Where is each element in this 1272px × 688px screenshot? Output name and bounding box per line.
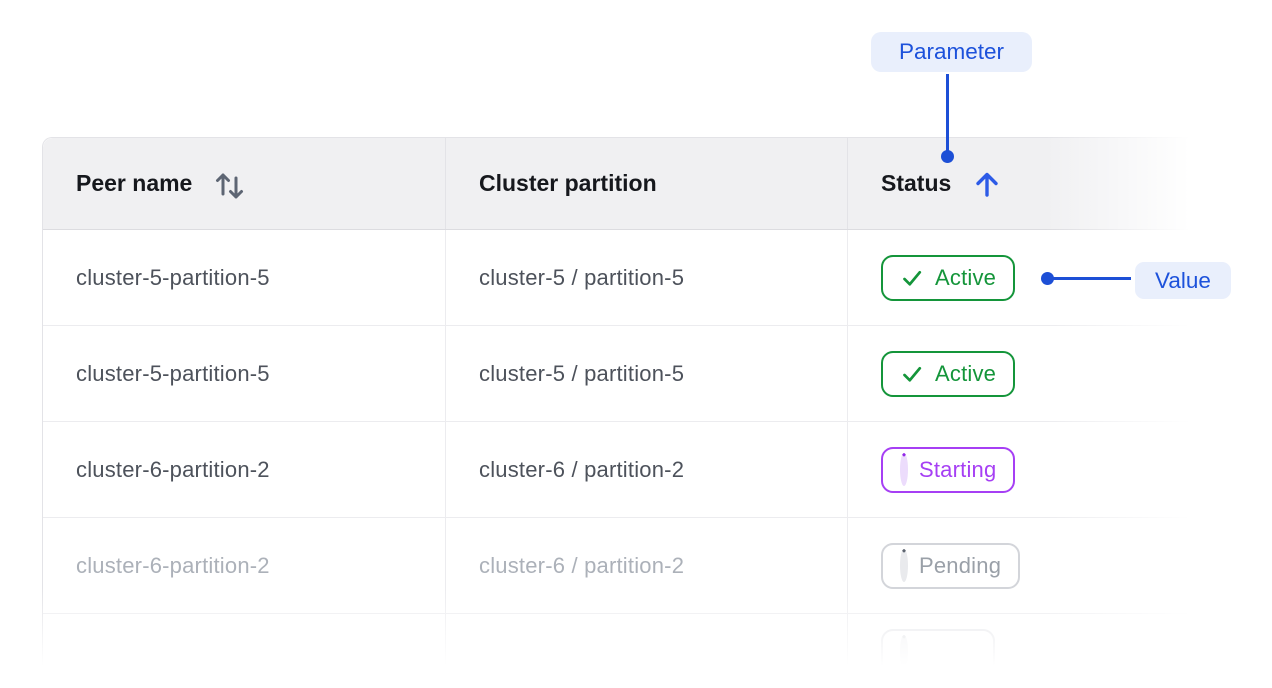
cell-cluster-partition: cluster-5 / partition-5 [446, 326, 848, 421]
cell-cluster-partition [446, 614, 848, 688]
parameter-annotation-chip: Parameter [871, 32, 1032, 72]
spinner-icon [900, 548, 908, 582]
table-row[interactable]: cluster-5-partition-5 cluster-5 / partit… [43, 230, 1197, 326]
column-header-cluster-partition[interactable]: Cluster partition [446, 138, 848, 229]
peers-table: Peer name Cluster partition Status clust… [42, 137, 1197, 688]
check-icon [900, 362, 924, 386]
column-header-label: Peer name [76, 170, 193, 196]
cell-peer-name [43, 614, 446, 688]
cell-status [848, 614, 1197, 688]
cell-status: Pending [848, 518, 1197, 613]
table-header-row: Peer name Cluster partition Status [43, 138, 1197, 230]
status-badge: Pending [881, 542, 1021, 589]
cell-status: Active [848, 230, 1197, 325]
column-header-label: Cluster partition [479, 170, 657, 196]
status-badge: Active [881, 254, 1016, 301]
cell-status: Active [848, 326, 1197, 421]
table-row[interactable]: cluster-6-partition-2 cluster-6 / partit… [43, 518, 1197, 614]
parameter-annotation-label: Parameter [898, 39, 1005, 64]
status-label: Pending [919, 552, 1002, 578]
parameter-connector-line [946, 74, 949, 152]
sort-ascending-icon[interactable] [973, 169, 1001, 199]
status-badge: Active [881, 350, 1016, 397]
spinner-icon [900, 634, 908, 668]
value-connector-line [1051, 277, 1131, 280]
status-badge: Starting [881, 446, 1016, 493]
column-header-status[interactable]: Status [848, 138, 1197, 229]
cell-cluster-partition: cluster-6 / partition-2 [446, 422, 848, 517]
table-row[interactable]: cluster-6-partition-2 cluster-6 / partit… [43, 422, 1197, 518]
cell-status: Starting [848, 422, 1197, 517]
status-label: Active [935, 264, 997, 290]
status-label: Active [935, 360, 997, 386]
check-icon [900, 266, 924, 290]
table-row[interactable]: cluster-5-partition-5 cluster-5 / partit… [43, 326, 1197, 422]
column-header-peer-name[interactable]: Peer name [43, 138, 446, 229]
value-annotation-chip: Value [1135, 262, 1231, 299]
parameter-connector-dot [941, 150, 954, 163]
value-annotation-label: Value [1155, 267, 1211, 293]
cell-peer-name: cluster-6-partition-2 [43, 518, 446, 613]
cell-cluster-partition: cluster-5 / partition-5 [446, 230, 848, 325]
cell-cluster-partition: cluster-6 / partition-2 [446, 518, 848, 613]
status-label: Starting [919, 456, 997, 482]
spinner-icon [900, 452, 908, 486]
cell-peer-name: cluster-5-partition-5 [43, 230, 446, 325]
cell-peer-name: cluster-5-partition-5 [43, 326, 446, 421]
column-header-label: Status [881, 170, 952, 196]
cell-peer-name: cluster-6-partition-2 [43, 422, 446, 517]
status-badge [881, 628, 995, 675]
table-row[interactable] [43, 614, 1197, 688]
sort-both-icon[interactable] [214, 166, 246, 202]
table-body: cluster-5-partition-5 cluster-5 / partit… [43, 230, 1197, 688]
